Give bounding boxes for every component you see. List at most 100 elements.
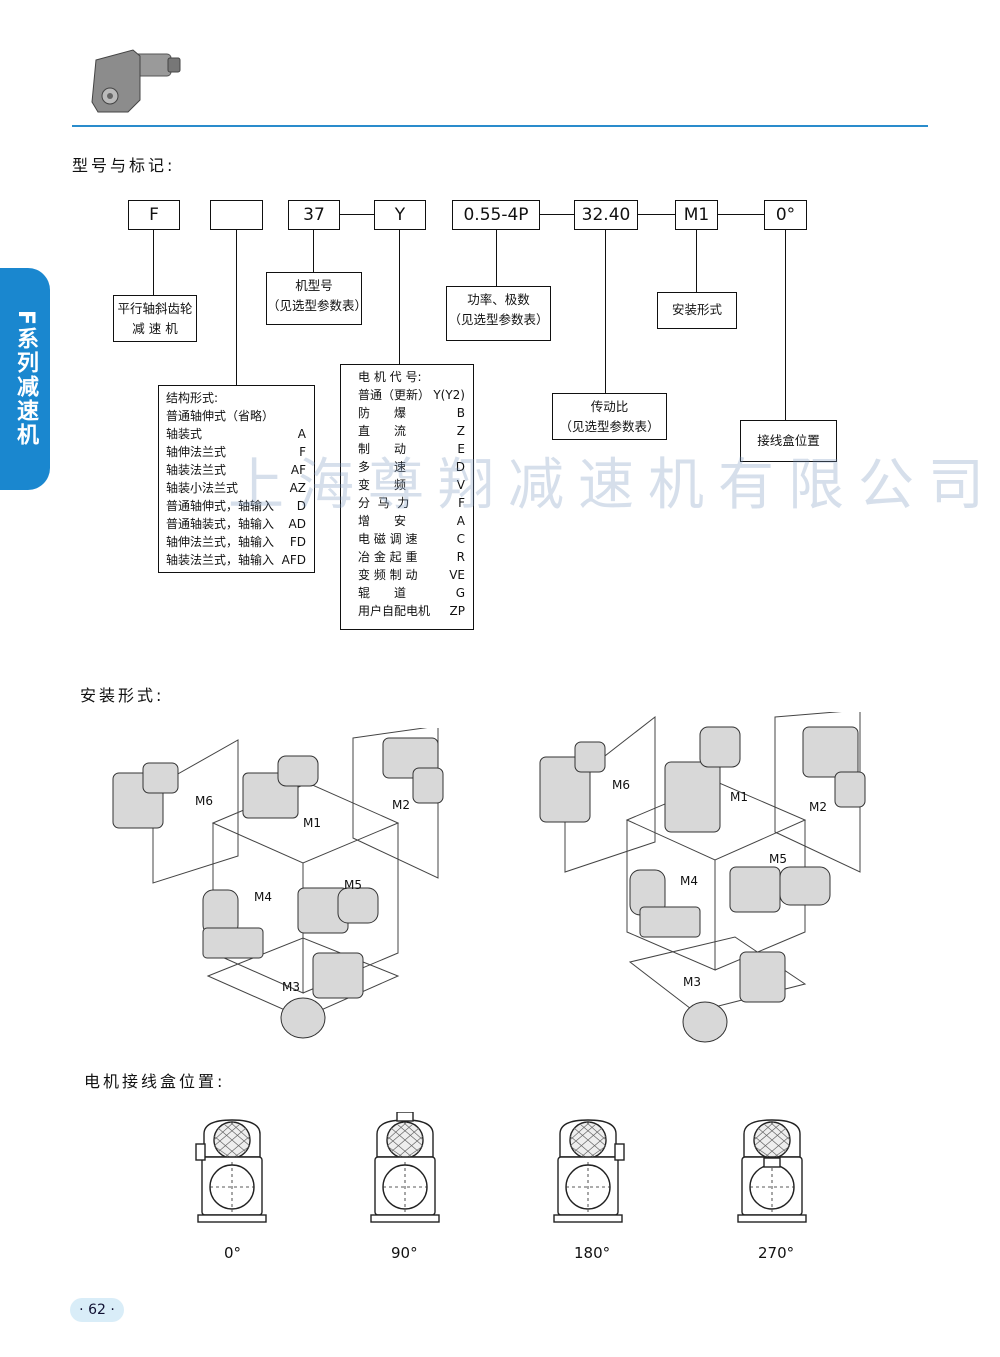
- connector: [340, 214, 374, 215]
- junction-box-angle-label: 90°: [391, 1244, 418, 1262]
- mount-label-m1: M1: [303, 816, 321, 830]
- mount-label-m6-right: M6: [612, 778, 630, 792]
- code-box-structure: [210, 200, 263, 230]
- side-tab: F系列减速机: [0, 268, 50, 490]
- code-box-motor: Y: [374, 200, 426, 230]
- junction-box-angle-label: 270°: [758, 1244, 795, 1262]
- leader-line: [399, 230, 400, 364]
- leader-line: [605, 230, 606, 393]
- structure-title: 结构形式:: [166, 391, 219, 405]
- connector: [718, 214, 764, 215]
- leader-line: [153, 230, 154, 295]
- page-number-badge: · 62 ·: [70, 1298, 124, 1322]
- structure-label: 轴装式: [166, 427, 203, 441]
- structure-code: AFD: [281, 553, 306, 567]
- structure-row: 普通轴装式，轴输入 AD: [166, 515, 306, 533]
- mounting-diagram-left: [112, 728, 444, 1039]
- motor-label: 变 频 制 动: [358, 568, 418, 582]
- mount-label-m3-right: M3: [683, 975, 701, 989]
- junction-box-marker: [195, 1143, 206, 1161]
- structure-row: 轴装小法兰式 AZ: [166, 479, 306, 497]
- structure-row: 轴装法兰式，轴输入 AFD: [166, 551, 306, 569]
- structure-label: 轴装法兰式，轴输入: [166, 553, 275, 567]
- motor-label: 多 速: [358, 460, 407, 474]
- structure-label: 轴伸法兰式: [166, 445, 227, 459]
- connector: [638, 214, 675, 215]
- header-rule: [72, 125, 928, 127]
- structure-row: 轴伸法兰式 F: [166, 443, 306, 461]
- company-watermark: 上海尊翔减速机有限公司: [228, 453, 998, 518]
- mount-label-m3: M3: [282, 980, 300, 994]
- structure-code: D: [296, 499, 306, 513]
- motor-label: 普通（更新）: [358, 388, 431, 402]
- motor-label: 分 马 力: [358, 496, 410, 510]
- structure-code: FD: [289, 535, 306, 549]
- leader-line: [313, 230, 314, 272]
- code-box-mounting: M1: [675, 200, 718, 230]
- motor-row: 变 频 制 动 VE: [358, 566, 465, 584]
- motor-code: Y(Y2): [433, 388, 465, 402]
- leader-line: [696, 230, 697, 292]
- structure-code: AD: [288, 517, 306, 531]
- structure-row: 普通轴伸式，轴输入 D: [166, 497, 306, 515]
- mount-label-m1-right: M1: [730, 790, 748, 804]
- structure-row: 轴装式 A: [166, 425, 306, 443]
- mounting-heading: 安装形式:: [80, 686, 165, 705]
- junction-box-heading: 电机接线盒位置:: [84, 1072, 226, 1091]
- desc-reducer-type: 平行轴斜齿轮减 速 机: [113, 295, 197, 342]
- structure-label: 普通轴装式，轴输入: [166, 517, 275, 531]
- code-box-size: 37: [288, 200, 340, 230]
- motor-label: 辊 道: [358, 586, 407, 600]
- motor-label: 直 流: [358, 424, 407, 438]
- mounting-diagram-right: [539, 712, 866, 1043]
- junction-box-diagram: [370, 1112, 440, 1223]
- junction-box-marker: [763, 1157, 781, 1168]
- structure-row: 轴装法兰式 AF: [166, 461, 306, 479]
- leader-line: [496, 230, 497, 286]
- motor-code: B: [456, 406, 465, 420]
- structure-table: 结构形式: 普通轴伸式（省略） 轴装式 A 轴伸法兰式 F 轴装法兰式 AF 轴装小法兰式 AZ…: [158, 385, 315, 573]
- junction-box-diagram: [195, 1119, 267, 1223]
- desc-power: 功率、极数（见选型参数表）: [446, 286, 551, 341]
- connector: [540, 214, 574, 215]
- motor-code: VE: [449, 568, 465, 582]
- structure-label: 轴装法兰式: [166, 463, 227, 477]
- structure-code: A: [297, 427, 306, 441]
- structure-code: AZ: [289, 481, 306, 495]
- motor-label: 增 安: [358, 514, 407, 528]
- structure-label: 普通轴伸式（省略）: [166, 409, 275, 423]
- mount-label-m2-right: M2: [809, 800, 827, 814]
- junction-box-marker: [614, 1143, 625, 1161]
- mount-label-m5-right: M5: [769, 852, 787, 866]
- mount-label-m6: M6: [195, 794, 213, 808]
- motor-label: 冶 金 起 重: [358, 550, 418, 564]
- desc-size: 机型号（见选型参数表）: [266, 272, 367, 325]
- motor-row: 普通（更新）Y(Y2): [358, 386, 465, 404]
- motor-code: D: [455, 460, 465, 474]
- model-heading: 型号与标记:: [72, 156, 176, 175]
- mount-label-m4-right: M4: [680, 874, 698, 888]
- desc-junction-box: 接线盒位置: [740, 420, 837, 462]
- structure-code: F: [299, 445, 306, 459]
- code-box-ratio: 32.40: [574, 200, 638, 230]
- junction-box-diagram: [553, 1119, 625, 1223]
- structure-label: 普通轴伸式，轴输入: [166, 499, 275, 513]
- structure-code: AF: [290, 463, 306, 477]
- junction-box-marker: [396, 1112, 414, 1122]
- motor-code: Z: [456, 424, 465, 438]
- code-box-power: 0.55-4P: [452, 200, 540, 230]
- mount-label-m5: M5: [344, 878, 362, 892]
- structure-label: 轴装小法兰式: [166, 481, 239, 495]
- motor-title: 电 机 代 号:: [358, 370, 422, 384]
